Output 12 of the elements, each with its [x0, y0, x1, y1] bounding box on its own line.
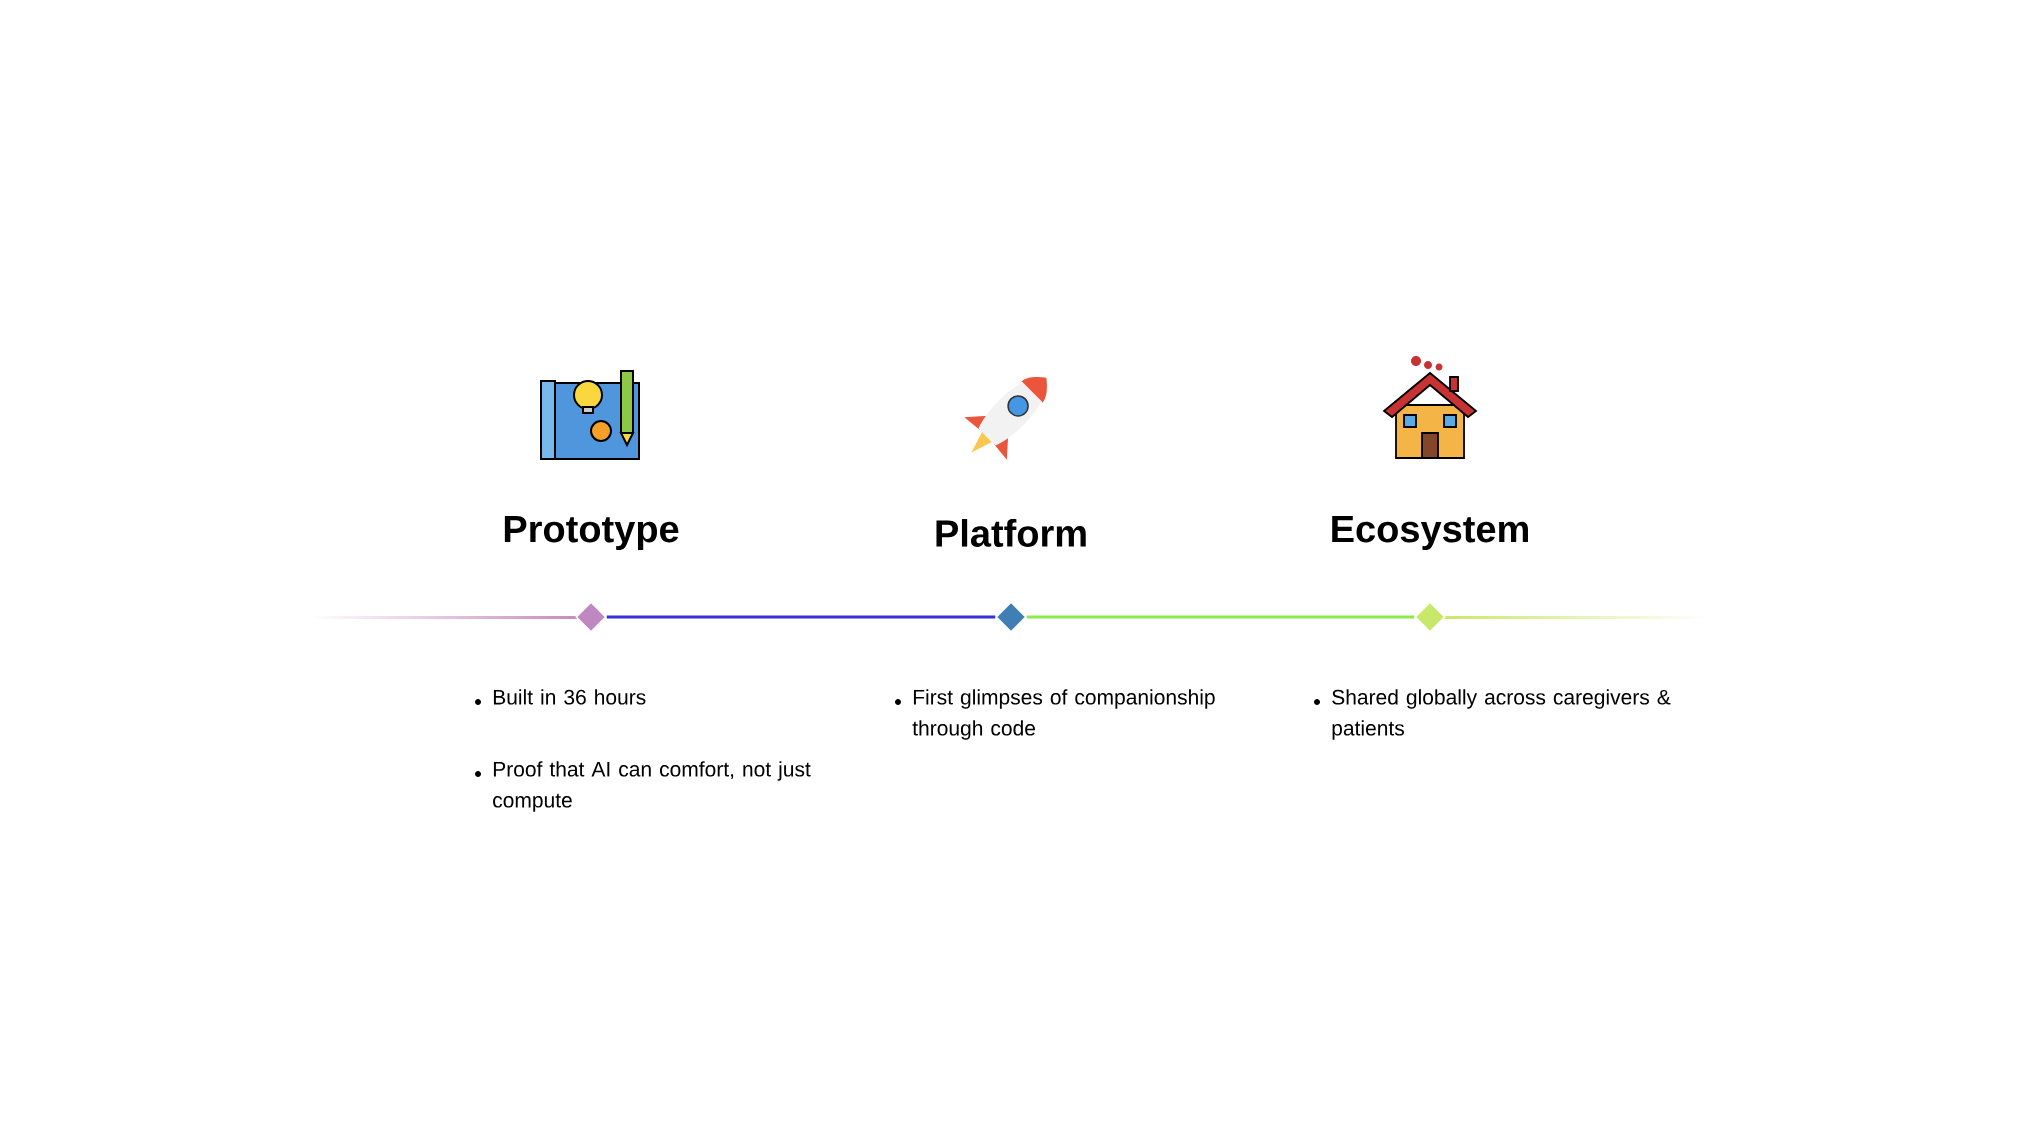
- milestone-diamond: [575, 601, 607, 633]
- milestone-diamond: [1414, 601, 1446, 633]
- milestone-heading: Ecosystem: [1332, 516, 1528, 550]
- milestone-diamond: [995, 601, 1027, 633]
- milestone-heading: Prototype: [504, 516, 679, 550]
- bullet-text: First glimpses of companionship through code: [912, 689, 1215, 740]
- timeline-segment: [1026, 615, 1415, 619]
- bullet-text: Built in 36 hours: [493, 689, 646, 705]
- bullet-text: Shared globally across caregivers & patients: [1332, 689, 1671, 740]
- bullet-text: Proof that AI can comfort, not just compute: [493, 761, 811, 812]
- milestone-heading: Platform: [936, 519, 1086, 547]
- timeline-segment: [606, 615, 996, 619]
